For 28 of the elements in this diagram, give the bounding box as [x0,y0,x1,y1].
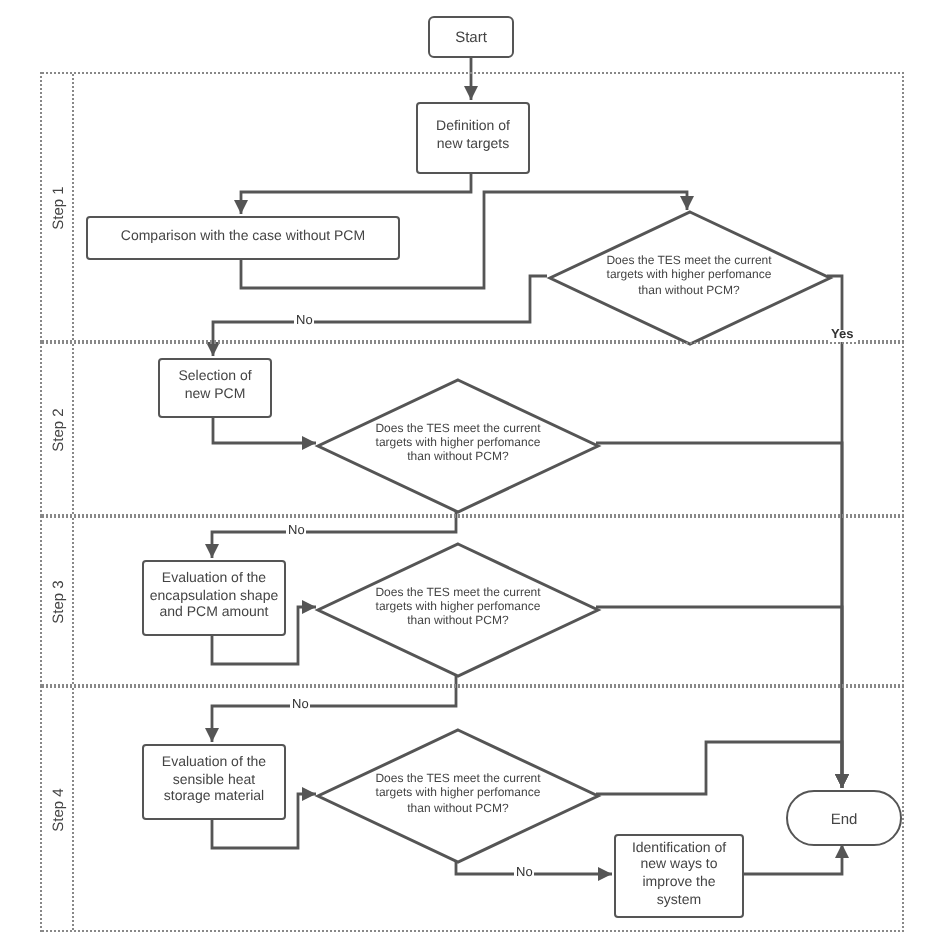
arrow [234,172,473,214]
swimlane [40,342,904,516]
arrow [210,600,316,666]
arrow [464,58,478,100]
swimlane [40,516,904,686]
arrow [210,787,316,850]
process-box [142,744,286,820]
arrow [205,509,458,558]
swimlane [40,72,904,342]
decision-diamond [318,543,598,675]
arrow [211,416,316,450]
arrow [454,860,612,881]
arrow [239,190,694,290]
process-box [614,834,744,918]
decision-diamond [318,730,598,862]
decision-diamond [549,212,829,344]
terminal-box [786,790,902,846]
process-box [416,102,530,174]
arrow [206,274,547,356]
arrow [205,673,458,742]
decision-diamond [318,379,598,511]
swimlane [40,686,904,932]
process-box [158,358,272,418]
process-box [86,216,400,260]
process-box [142,560,286,636]
arrow [596,740,849,796]
terminal-box [428,16,514,58]
arrow [742,844,849,876]
